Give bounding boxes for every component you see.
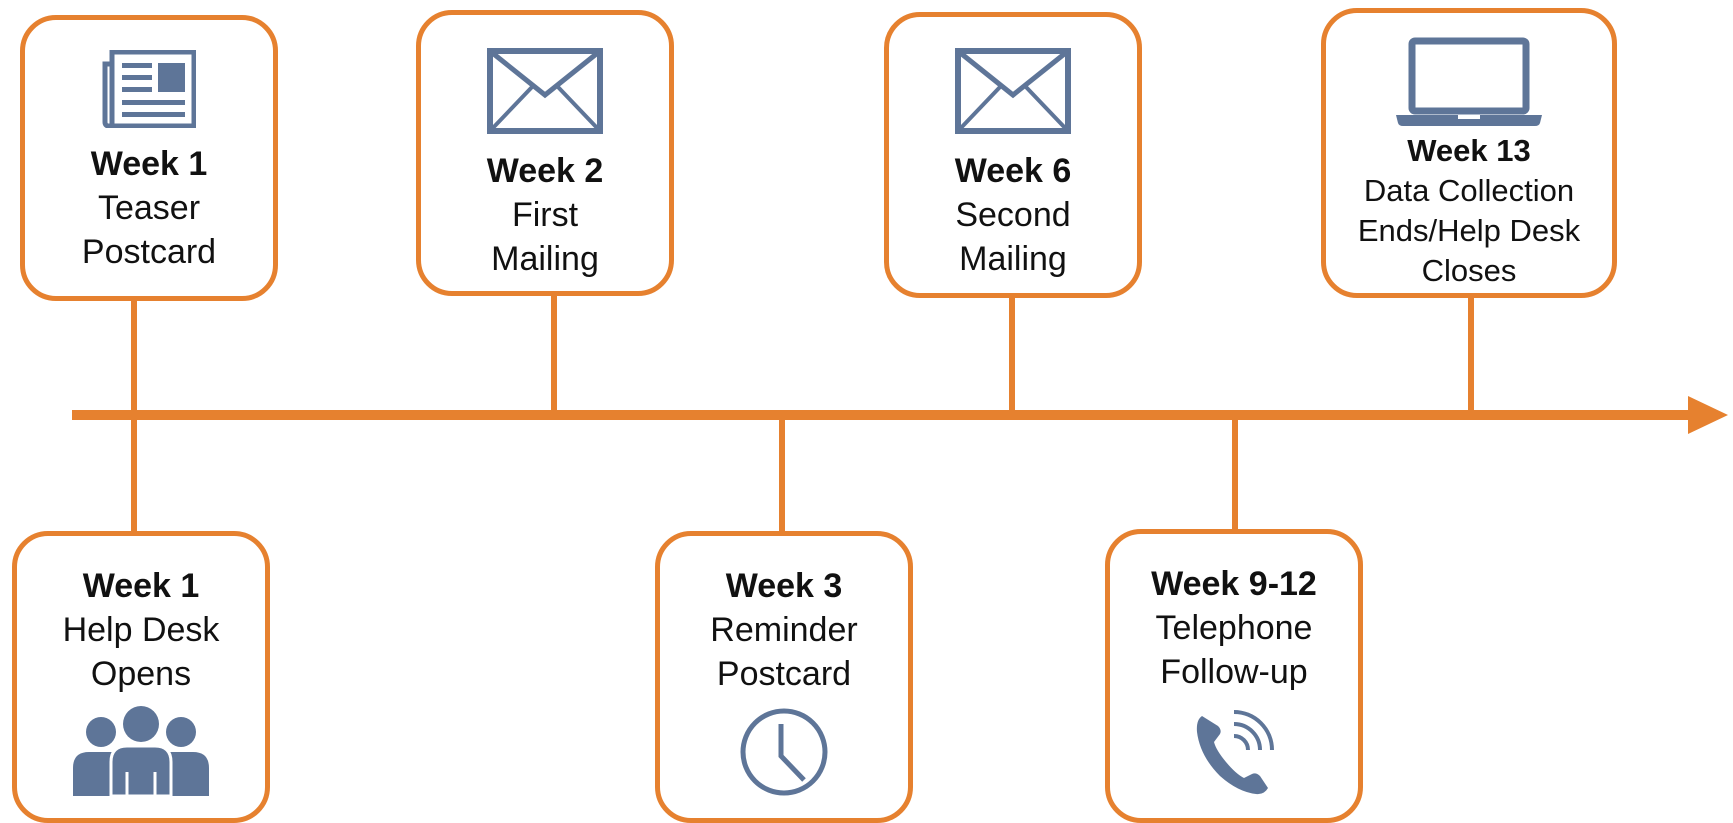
phone-icon — [1196, 710, 1274, 795]
milestone-description: Reminder Postcard — [710, 611, 858, 693]
milestone-card-week2: Week 2 First Mailing — [416, 10, 674, 296]
connector-week1-teaser — [131, 298, 137, 413]
milestone-week: Week 9-12 — [1151, 565, 1317, 603]
connector-week13 — [1468, 294, 1474, 413]
milestone-week: Week 2 — [486, 152, 604, 190]
milestone-description: Second Mailing — [955, 196, 1071, 278]
milestone-week: Week 13 — [1407, 133, 1531, 168]
milestone-week: Week 1 — [90, 145, 208, 183]
milestone-description: Data Collection Ends/Help Desk Closes — [1357, 173, 1581, 288]
milestone-card-week13: Week 13 Data Collection Ends/Help Desk C… — [1321, 8, 1617, 298]
timeline-axis — [72, 410, 1692, 420]
milestone-description: Teaser Postcard — [81, 189, 217, 271]
milestone-week: Week 6 — [954, 152, 1072, 190]
milestone-card-week9-12: Week 9-12 Telephone Follow-up — [1105, 529, 1363, 823]
envelope-icon — [955, 48, 1071, 134]
connector-week6 — [1009, 294, 1015, 413]
milestone-description: Telephone Follow-up — [1155, 609, 1313, 691]
milestone-card-week6: Week 6 Second Mailing — [884, 12, 1142, 298]
connector-week9-12 — [1232, 417, 1238, 533]
milestone-week: Week 3 — [725, 567, 843, 605]
newspaper-icon — [102, 50, 196, 128]
milestone-card-week1-teaser: Week 1 Teaser Postcard — [20, 15, 278, 301]
milestone-description: First Mailing — [491, 196, 599, 278]
connector-week3 — [779, 417, 785, 535]
timeline-arrowhead — [1688, 396, 1728, 434]
connector-week2 — [551, 292, 557, 413]
people-icon — [73, 706, 209, 796]
connector-week1-helpdesk — [131, 417, 137, 535]
laptop-icon — [1396, 37, 1542, 126]
milestone-week: Week 1 — [82, 567, 200, 605]
milestone-description: Help Desk Opens — [62, 611, 220, 693]
clock-icon — [740, 708, 828, 796]
envelope-icon — [487, 48, 603, 134]
milestone-card-week3: Week 3 Reminder Postcard — [655, 531, 913, 823]
milestone-card-week1-helpdesk: Week 1 Help Desk Opens — [12, 531, 270, 823]
